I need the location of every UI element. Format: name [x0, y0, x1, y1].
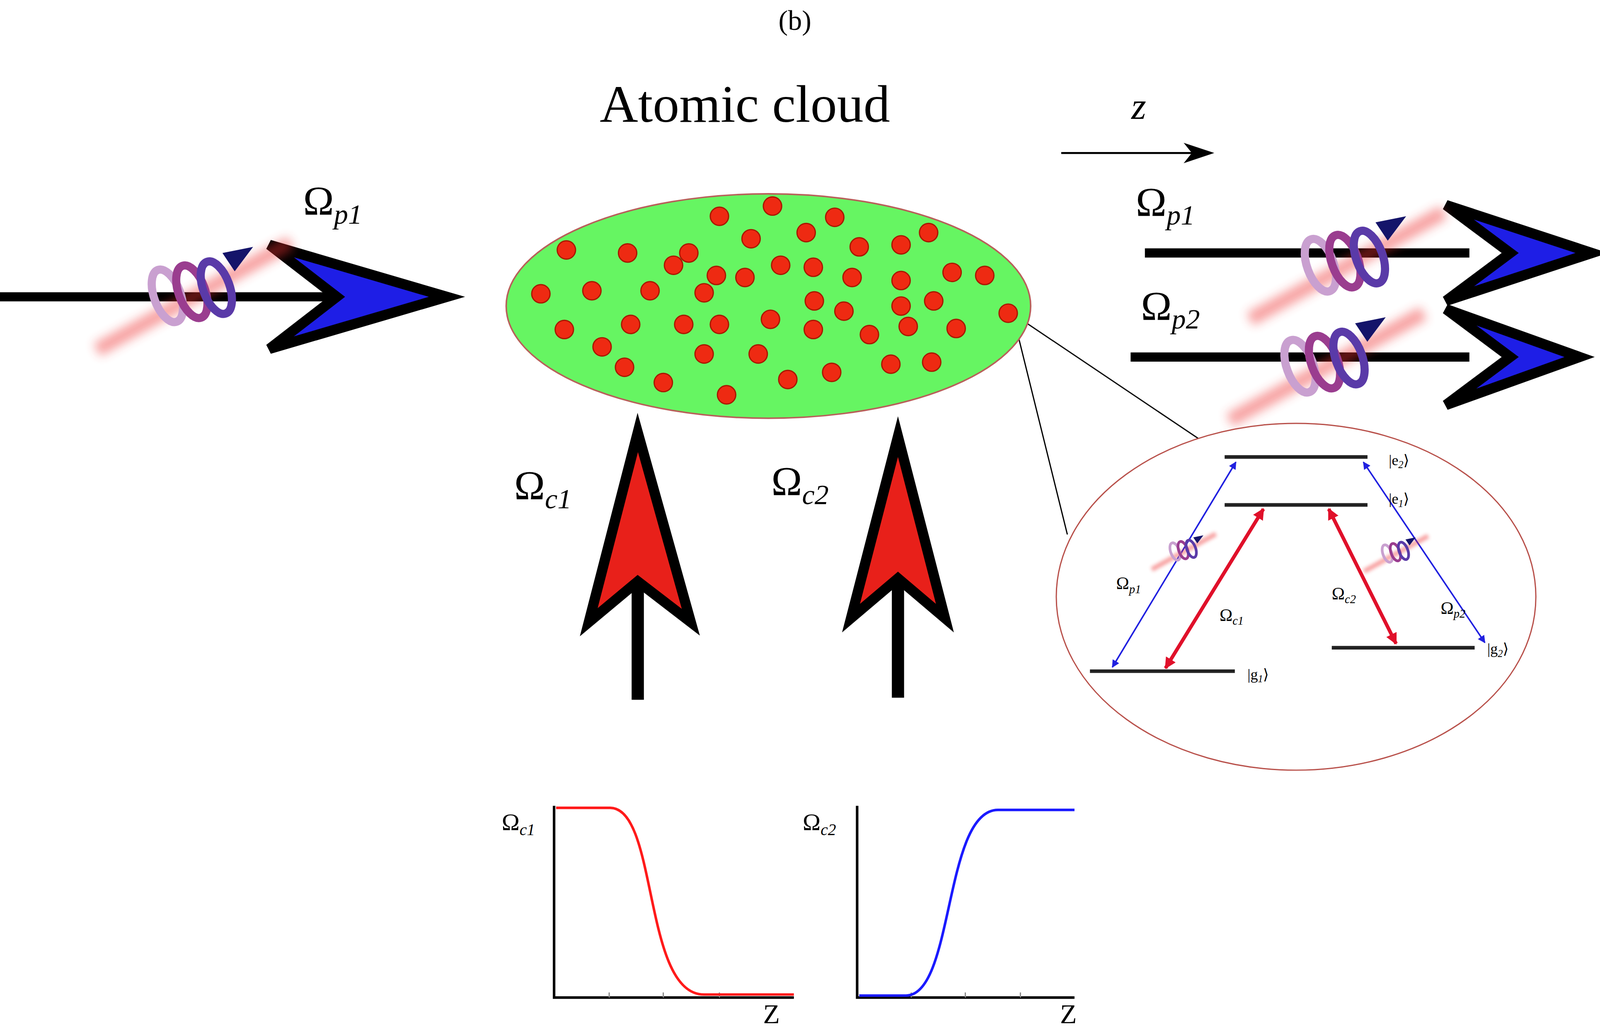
probe-beam: [1130, 352, 1470, 362]
level-label: |e1⟩: [1388, 491, 1409, 507]
level-scheme-inset: |e2⟩ |e1⟩ Ωp1Ωc1 Ωc2Ωp2 |g1⟩ |g2⟩: [1054, 421, 1538, 773]
axis-label: Z: [762, 1000, 780, 1029]
photon-symbol: [1229, 313, 1424, 421]
profile-curve: [859, 810, 1075, 996]
axis-label: Ωc1: [501, 810, 535, 835]
probe-beam: [0, 292, 342, 302]
plot-axes: [856, 806, 1075, 998]
photon-symbol: [1249, 212, 1444, 320]
arrow-head: [851, 436, 946, 619]
axis-label: Ωc2: [802, 810, 836, 835]
atomic-cloud: Atomic cloud: [505, 191, 1034, 421]
panel-label: (b): [778, 6, 812, 35]
axis-label: z: [1131, 87, 1147, 126]
level-label: Ωc2: [1331, 585, 1356, 603]
arrow-head: [588, 432, 691, 623]
node-heading: Atomic cloud: [599, 77, 890, 131]
level-label: |g2⟩: [1487, 641, 1509, 657]
level-label: Ωc1: [1219, 606, 1244, 625]
field-label: Ωc1: [514, 464, 572, 507]
level-label: |e2⟩: [1388, 452, 1409, 468]
field-label: Ωp1: [303, 180, 363, 222]
axis-label: Z: [1060, 1000, 1077, 1029]
profile-curve: [556, 808, 794, 995]
field-label: Ωp1: [1135, 181, 1195, 223]
arrow-head: [269, 244, 447, 349]
node-outline: [505, 191, 1034, 421]
plot-axes: [554, 806, 794, 998]
coupling-beam: [891, 576, 905, 698]
level-label: Ωp2: [1440, 599, 1466, 618]
node-outline: [1054, 421, 1538, 773]
z-arrow: [1061, 152, 1199, 155]
z-arrow-head: [1183, 142, 1215, 164]
field-label: Ωp2: [1140, 285, 1200, 327]
axis-tick: [911, 992, 1021, 998]
level-label: |g1⟩: [1247, 667, 1269, 683]
field-label: Ωc2: [771, 460, 829, 503]
coupling-beam: [631, 576, 644, 700]
photon-symbol: [96, 242, 291, 351]
arrow-head: [1445, 205, 1592, 301]
arrow-head: [1445, 309, 1580, 405]
level-label: Ωp1: [1115, 574, 1141, 593]
